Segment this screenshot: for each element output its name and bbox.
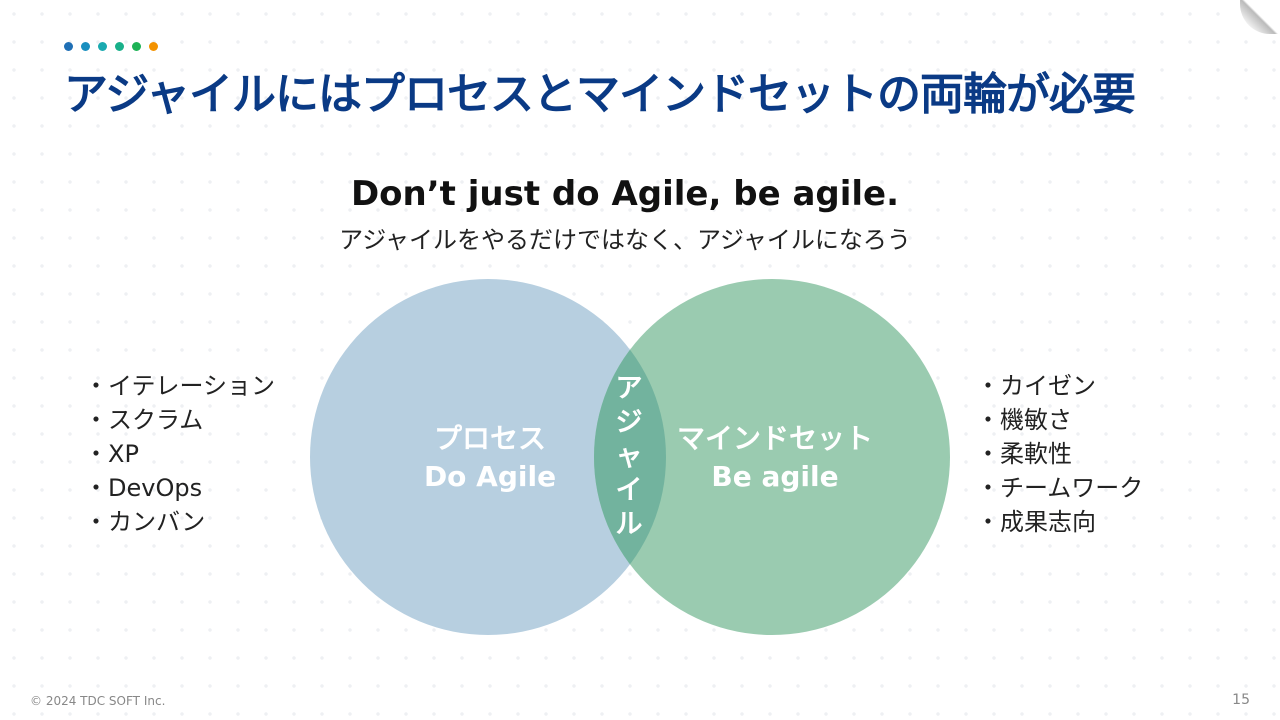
overlap-char: イ	[615, 475, 643, 506]
dot	[98, 42, 107, 51]
mindset-list: カイゼン 機敏さ 柔軟性 チームワーク 成果志向	[976, 369, 1143, 539]
process-title: プロセス	[433, 422, 546, 455]
process-list: イテレーション スクラム XP DevOps カンバン	[84, 369, 275, 539]
slide-title: アジャイルにはプロセスとマインドセットの両輪が必要	[64, 69, 1136, 120]
mindset-label: マインドセット Be agile	[660, 420, 890, 496]
headline: Don’t just do Agile, be agile.	[350, 174, 900, 214]
process-subtitle: Do Agile	[423, 460, 557, 493]
overlap-char: ア	[615, 373, 643, 404]
list-item: 機敏さ	[976, 403, 1143, 437]
list-item: カイゼン	[976, 369, 1143, 403]
dot	[132, 42, 141, 51]
list-item: カンバン	[84, 505, 275, 539]
list-item: XP	[84, 437, 275, 471]
page-number: 15	[1232, 692, 1250, 708]
overlap-char: ジ	[615, 407, 643, 438]
process-label: プロセス Do Agile	[400, 420, 580, 496]
list-item: イテレーション	[84, 369, 275, 403]
list-item: チームワーク	[976, 471, 1143, 505]
overlap-char: ル	[615, 509, 643, 540]
overlap-char: ャ	[615, 441, 643, 472]
dot	[115, 42, 124, 51]
subheadline: アジャイルをやるだけではなく、アジャイルになろう	[339, 226, 911, 254]
copyright: © 2024 TDC SOFT Inc.	[30, 694, 166, 708]
dot	[81, 42, 90, 51]
overlap-label: ア ジ ャ イ ル	[612, 372, 646, 542]
list-item: 柔軟性	[976, 437, 1143, 471]
list-item: DevOps	[84, 471, 275, 505]
mindset-subtitle: Be agile	[711, 460, 839, 493]
decorative-dots	[64, 42, 158, 51]
list-item: スクラム	[84, 403, 275, 437]
overlap-region	[594, 279, 666, 635]
list-item: 成果志向	[976, 505, 1143, 539]
dot	[149, 42, 158, 51]
mindset-title: マインドセット	[676, 422, 873, 455]
dot	[64, 42, 73, 51]
